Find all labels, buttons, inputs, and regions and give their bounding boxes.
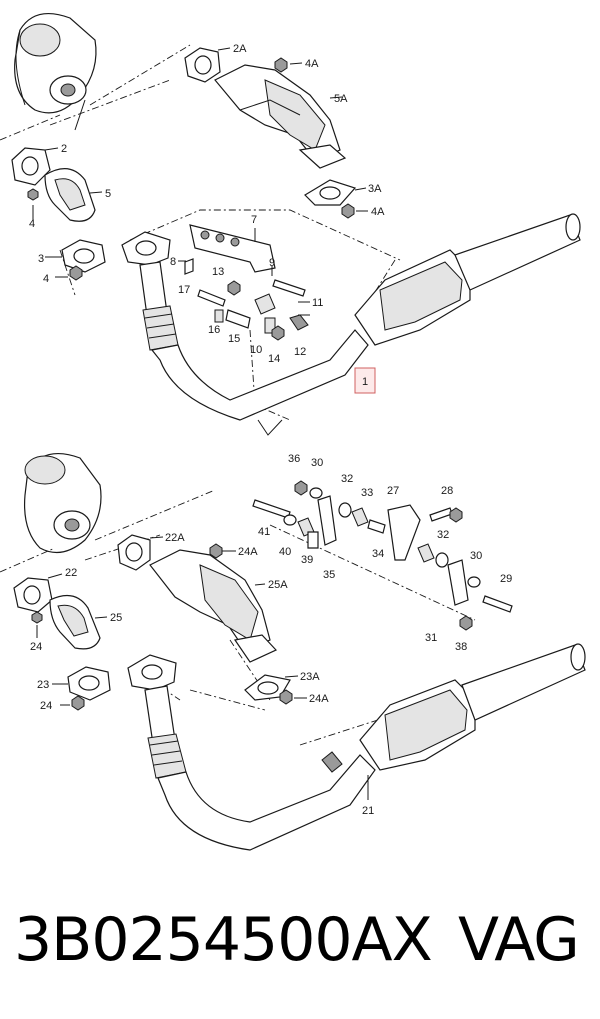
front-pipe-with-catalyst-1 xyxy=(121,213,581,421)
label-32: 32 xyxy=(341,473,353,485)
label-36: 36 xyxy=(288,453,300,465)
label-13: 13 xyxy=(212,266,224,278)
label-38: 38 xyxy=(455,641,467,653)
flange-22 xyxy=(13,577,53,613)
label-27: 27 xyxy=(387,485,399,497)
label-15: 15 xyxy=(228,333,240,345)
label-22: 22 xyxy=(65,567,77,579)
label-24A: 24A xyxy=(238,546,258,558)
label-39: 39 xyxy=(301,554,313,566)
label-4: 4 xyxy=(29,218,35,230)
label-5: 5 xyxy=(105,188,111,200)
label-31: 31 xyxy=(425,632,437,644)
label-21: 21 xyxy=(362,805,374,817)
flange-gasket-22A xyxy=(117,534,151,571)
label-4A-lower: 4A xyxy=(371,206,385,218)
gasket-23A xyxy=(244,674,291,701)
turbocharger-bottom xyxy=(23,452,102,554)
label-23A: 23A xyxy=(300,671,320,683)
flange-gasket-2A xyxy=(184,47,221,83)
flange-2 xyxy=(11,147,51,186)
label-5A: 5A xyxy=(334,93,348,105)
label-17: 17 xyxy=(178,284,190,296)
label-35: 35 xyxy=(323,569,335,581)
turbocharger-top xyxy=(14,12,97,131)
label-25A: 25A xyxy=(268,579,288,591)
gasket-3 xyxy=(61,239,106,273)
label-24A-lower: 24A xyxy=(309,693,329,705)
part-number: 3B0254500AX xyxy=(14,905,433,975)
label-16: 16 xyxy=(208,324,220,336)
label-24-lower: 24 xyxy=(40,700,52,712)
elbow-pipe-25 xyxy=(49,594,101,650)
label-30-lower: 30 xyxy=(470,550,482,562)
front-pipe-with-catalyst-21 xyxy=(127,643,586,851)
label-2: 2 xyxy=(61,143,67,155)
label-22A: 22A xyxy=(165,532,185,544)
label-2A: 2A xyxy=(233,43,247,55)
label-29: 29 xyxy=(500,573,512,585)
highlight-box xyxy=(354,367,376,394)
label-28: 28 xyxy=(441,485,453,497)
pre-catalyst-5A xyxy=(214,64,347,169)
label-8: 8 xyxy=(170,256,176,268)
label-7: 7 xyxy=(251,214,257,226)
label-12: 12 xyxy=(294,346,306,358)
elbow-pipe-5 xyxy=(44,168,96,222)
bottom-assembly xyxy=(0,452,586,851)
gasket-3A xyxy=(304,179,357,206)
gasket-23 xyxy=(67,666,111,701)
label-14: 14 xyxy=(268,353,280,365)
label-32-lower: 32 xyxy=(437,529,449,541)
label-23: 23 xyxy=(37,679,49,691)
label-30: 30 xyxy=(311,457,323,469)
label-4A: 4A xyxy=(305,58,319,70)
label-3A: 3A xyxy=(368,183,382,195)
label-41: 41 xyxy=(258,526,270,538)
top-assembly xyxy=(0,12,581,436)
label-40: 40 xyxy=(279,546,291,558)
label-11: 11 xyxy=(312,297,323,309)
label-9: 9 xyxy=(269,257,275,269)
brand-name: VAG xyxy=(458,905,580,975)
label-25: 25 xyxy=(110,612,122,624)
label-3: 3 xyxy=(38,253,44,265)
label-1: 1 xyxy=(362,376,368,388)
pre-catalyst-25A xyxy=(149,549,278,663)
label-34: 34 xyxy=(372,548,384,560)
bracket-hanger-7 xyxy=(189,224,276,273)
footer: 3B0254500AX VAG xyxy=(0,895,600,985)
label-24: 24 xyxy=(30,641,42,653)
label-10: 10 xyxy=(250,344,262,356)
label-33: 33 xyxy=(361,487,373,499)
label-4-lower: 4 xyxy=(43,273,49,285)
